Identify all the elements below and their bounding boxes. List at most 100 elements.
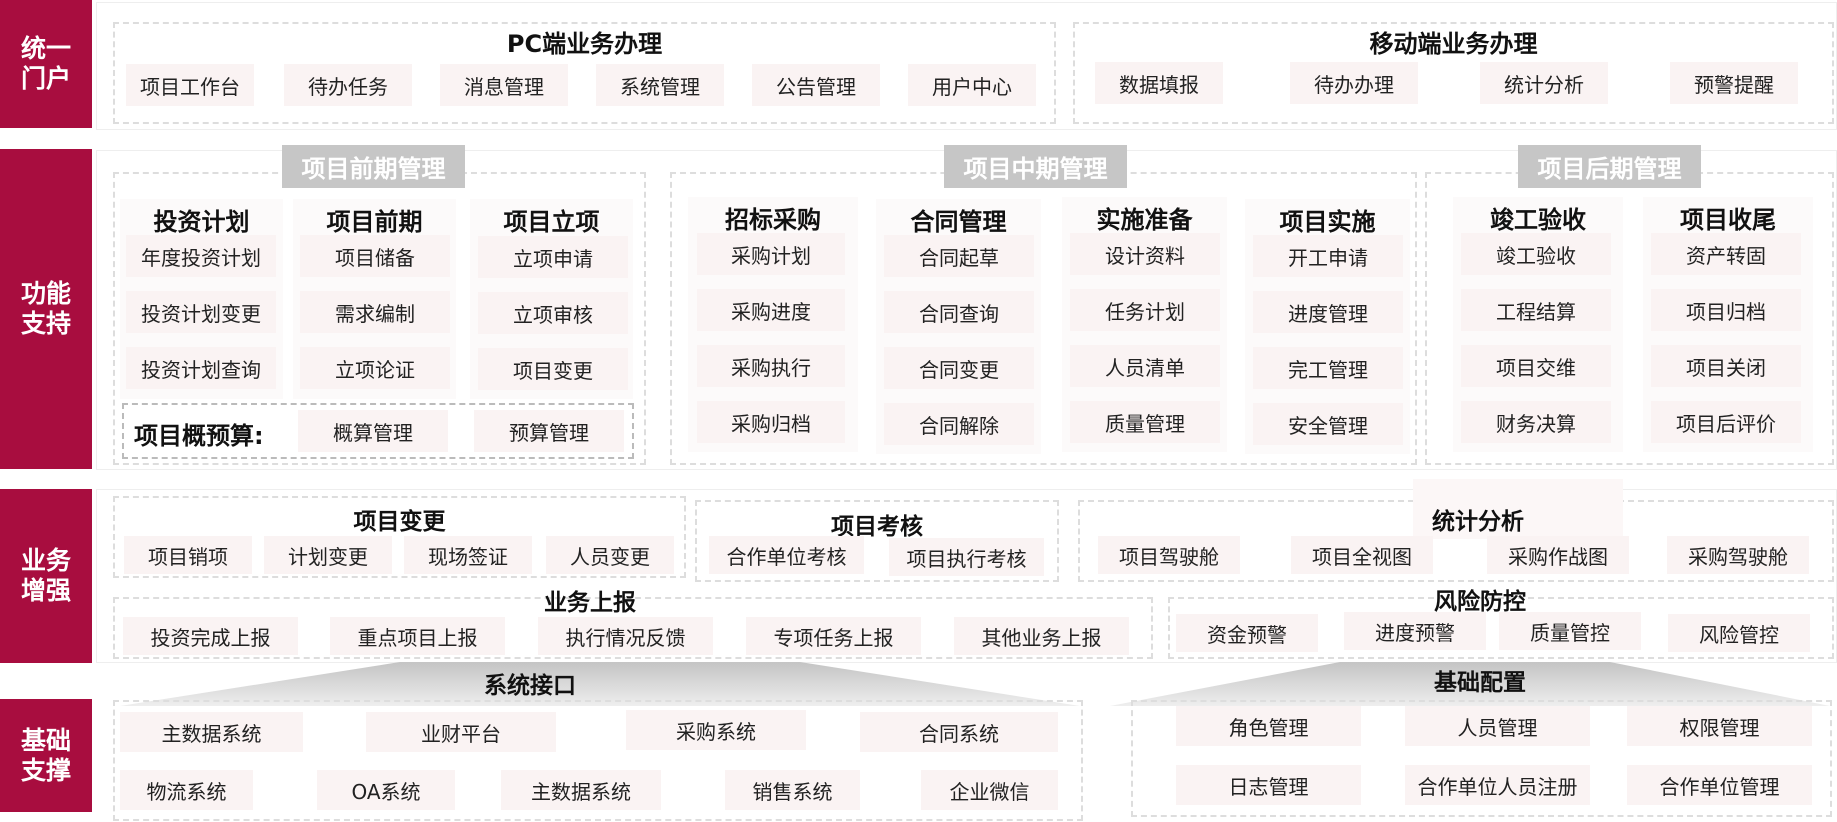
mobile-item[interactable]: 待办办理 <box>1290 62 1418 104</box>
enhance-item[interactable]: 执行情况反馈 <box>538 617 713 655</box>
enhance-item[interactable]: 重点项目上报 <box>330 617 505 655</box>
func-item[interactable]: 项目变更 <box>478 348 628 390</box>
func-item[interactable]: 立项申请 <box>478 236 628 278</box>
func-item[interactable]: 投资计划查询 <box>126 347 276 389</box>
func-item[interactable]: 任务计划 <box>1070 289 1220 331</box>
func-item[interactable]: 采购执行 <box>697 345 845 387</box>
enhance-item[interactable]: 采购作战图 <box>1487 536 1629 574</box>
mobile-item[interactable]: 统计分析 <box>1480 62 1608 104</box>
interface-item[interactable]: OA系统 <box>317 770 455 810</box>
stats-title-bg <box>1413 479 1623 539</box>
func-item[interactable]: 项目储备 <box>300 235 450 277</box>
func-item[interactable]: 安全管理 <box>1253 403 1403 445</box>
interface-item[interactable]: 业财平台 <box>366 712 556 752</box>
enhance-item[interactable]: 合作单位考核 <box>709 536 864 574</box>
func-item[interactable]: 进度管理 <box>1253 291 1403 333</box>
func-item[interactable]: 质量管理 <box>1070 401 1220 443</box>
pc-portal-box <box>113 22 1056 124</box>
func-item[interactable]: 工程结算 <box>1461 289 1611 331</box>
group-title: 项目收尾 <box>1680 206 1776 234</box>
enhance-item[interactable]: 人员变更 <box>546 536 674 574</box>
enhance-item[interactable]: 计划变更 <box>264 536 392 574</box>
interface-item[interactable]: 主数据系统 <box>501 770 661 810</box>
interface-item[interactable]: 主数据系统 <box>120 712 303 752</box>
config-item[interactable]: 角色管理 <box>1176 706 1361 746</box>
late-stage-title: 项目后期管理 <box>1518 145 1701 188</box>
func-item[interactable]: 采购进度 <box>697 289 845 331</box>
enhance-item[interactable]: 项目全视图 <box>1291 536 1433 574</box>
func-item[interactable]: 采购归档 <box>697 401 845 443</box>
func-item[interactable]: 财务决算 <box>1461 401 1611 443</box>
func-item[interactable]: 项目后评价 <box>1651 401 1801 443</box>
interface-item[interactable]: 物流系统 <box>120 770 253 810</box>
enhance-item[interactable]: 风险管控 <box>1668 614 1810 652</box>
func-item[interactable]: 年度投资计划 <box>126 235 276 277</box>
pc-item[interactable]: 系统管理 <box>596 64 724 106</box>
enhance-item[interactable]: 项目驾驶舱 <box>1098 536 1240 574</box>
pc-item[interactable]: 消息管理 <box>440 64 568 106</box>
enhance-item[interactable]: 项目执行考核 <box>889 538 1044 576</box>
func-item[interactable]: 合同变更 <box>884 347 1034 389</box>
pc-item[interactable]: 用户中心 <box>908 64 1036 106</box>
assess-box <box>695 500 1059 582</box>
mobile-item[interactable]: 预警提醒 <box>1670 62 1798 104</box>
group-title: 项目前期 <box>326 208 423 236</box>
config-item[interactable]: 人员管理 <box>1405 706 1590 746</box>
pc-item[interactable]: 待办任务 <box>284 64 412 106</box>
early-stage-title: 项目前期管理 <box>282 145 465 188</box>
config-banner <box>1110 662 1830 706</box>
enhance-item[interactable]: 其他业务上报 <box>954 617 1129 655</box>
enhance-item[interactable]: 现场签证 <box>404 536 532 574</box>
pc-item[interactable]: 公告管理 <box>752 64 880 106</box>
group-title: 竣工验收 <box>1490 206 1586 234</box>
enhance-item[interactable]: 项目销项 <box>124 536 252 574</box>
change-title: 项目变更 <box>353 509 446 535</box>
func-item[interactable]: 项目交维 <box>1461 345 1611 387</box>
change-box <box>113 496 686 578</box>
interface-item[interactable]: 销售系统 <box>725 770 860 810</box>
enhance-item[interactable]: 专项任务上报 <box>746 617 921 655</box>
enhance-item[interactable]: 资金预警 <box>1176 614 1318 652</box>
report-title: 业务上报 <box>544 590 636 616</box>
enhance-item[interactable]: 采购驾驶舱 <box>1667 536 1809 574</box>
budget-item[interactable]: 概算管理 <box>298 410 448 452</box>
func-item[interactable]: 资产转固 <box>1651 233 1801 275</box>
func-item[interactable]: 投资计划变更 <box>126 291 276 333</box>
func-item[interactable]: 开工申请 <box>1253 235 1403 277</box>
report-box <box>113 597 1153 659</box>
config-item[interactable]: 日志管理 <box>1176 765 1361 805</box>
config-box <box>1131 700 1832 817</box>
pc-portal-title: PC端业务办理 <box>506 30 663 58</box>
config-item[interactable]: 合作单位人员注册 <box>1405 765 1590 805</box>
func-item[interactable]: 合同查询 <box>884 291 1034 333</box>
budget-item[interactable]: 预算管理 <box>474 410 624 452</box>
risk-title: 风险防控 <box>1434 589 1526 615</box>
func-item[interactable]: 项目归档 <box>1651 289 1801 331</box>
config-item[interactable]: 合作单位管理 <box>1627 765 1812 805</box>
enhance-item[interactable]: 质量管控 <box>1499 612 1641 650</box>
func-item[interactable]: 合同起草 <box>884 235 1034 277</box>
func-item[interactable]: 项目关闭 <box>1651 345 1801 387</box>
func-item[interactable]: 立项论证 <box>300 347 450 389</box>
enhance-item[interactable]: 投资完成上报 <box>123 617 298 655</box>
interface-title: 系统接口 <box>484 673 576 699</box>
func-item[interactable]: 设计资料 <box>1070 233 1220 275</box>
budget-box <box>122 403 634 459</box>
pc-item[interactable]: 项目工作台 <box>126 64 254 106</box>
interface-item[interactable]: 采购系统 <box>626 710 806 750</box>
func-item[interactable]: 完工管理 <box>1253 347 1403 389</box>
func-item[interactable]: 采购计划 <box>697 233 845 275</box>
group-title: 项目立项 <box>503 208 600 236</box>
interface-item[interactable]: 合同系统 <box>860 712 1058 752</box>
func-item[interactable]: 人员清单 <box>1070 345 1220 387</box>
interface-item[interactable]: 企业微信 <box>921 770 1058 810</box>
enhance-item[interactable]: 进度预警 <box>1344 612 1486 650</box>
func-item[interactable]: 立项审核 <box>478 292 628 334</box>
config-item[interactable]: 权限管理 <box>1627 706 1812 746</box>
func-item[interactable]: 需求编制 <box>300 291 450 333</box>
func-item[interactable]: 合同解除 <box>884 403 1034 445</box>
row-label-function: 功能 支持 <box>0 149 92 469</box>
mobile-item[interactable]: 数据填报 <box>1095 62 1223 104</box>
row-label-enhance: 业务 增强 <box>0 489 92 663</box>
func-item[interactable]: 竣工验收 <box>1461 233 1611 275</box>
